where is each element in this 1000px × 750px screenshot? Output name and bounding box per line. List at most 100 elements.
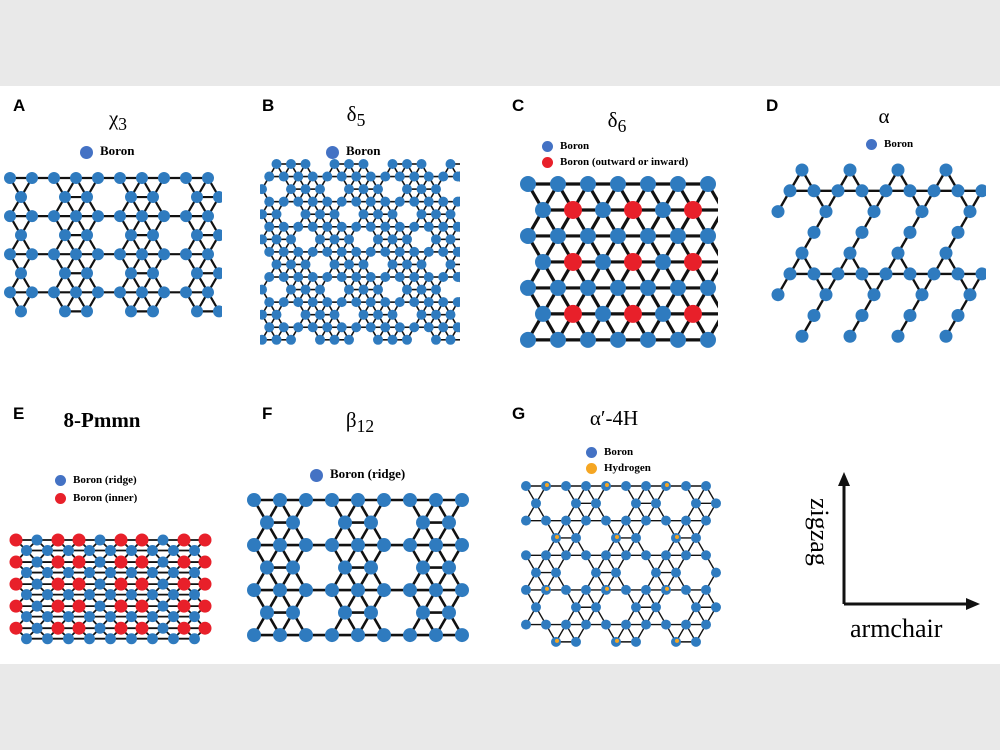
boron-atom bbox=[202, 210, 214, 223]
boron-atom bbox=[70, 286, 82, 299]
boron-atom bbox=[293, 272, 304, 283]
boron-atom bbox=[157, 578, 169, 590]
boron-atom bbox=[416, 605, 430, 620]
boron-atom bbox=[783, 184, 797, 198]
boron-atom bbox=[329, 334, 340, 345]
boron-atom bbox=[521, 584, 531, 595]
boron-atom-red bbox=[198, 555, 212, 569]
boron-atom bbox=[92, 286, 104, 299]
boron-atom bbox=[264, 196, 275, 207]
boron-atom bbox=[15, 191, 27, 204]
boron-atom bbox=[403, 583, 417, 598]
boron-atom bbox=[271, 209, 282, 220]
boron-atom bbox=[655, 305, 671, 322]
boron-atom-red bbox=[114, 599, 128, 613]
boron-atom bbox=[15, 229, 27, 242]
boron-atom bbox=[416, 259, 427, 270]
boron-atom bbox=[351, 246, 362, 257]
boron-atom bbox=[423, 297, 434, 308]
panel-g-lattice bbox=[521, 481, 721, 647]
boron-atom bbox=[158, 248, 170, 261]
boron-atom bbox=[273, 583, 287, 598]
boron-atom bbox=[26, 210, 38, 223]
boron-atom bbox=[561, 584, 571, 595]
boron-atom bbox=[358, 284, 369, 295]
boron-atom-red bbox=[684, 200, 702, 219]
boron-atom bbox=[380, 246, 391, 257]
boron-atom bbox=[168, 611, 179, 623]
boron-atom bbox=[315, 309, 325, 320]
boron-atom bbox=[561, 515, 571, 526]
boron-atom bbox=[344, 284, 354, 295]
boron-atom bbox=[322, 246, 333, 257]
boron-atom bbox=[260, 234, 267, 245]
boron-atom bbox=[520, 279, 536, 296]
boron-atom bbox=[807, 308, 821, 322]
boron-atom bbox=[158, 210, 170, 223]
panel-e-legend-2: Boron (inner) bbox=[55, 492, 137, 504]
boron-atom bbox=[286, 284, 296, 295]
boron-atom bbox=[580, 331, 596, 348]
boron-atom bbox=[403, 493, 417, 507]
boron-atom bbox=[180, 248, 192, 261]
figure: A B C D E F G χ3 δ5 δ6 α 8-Pmmn β12 α′-4… bbox=[0, 86, 1000, 664]
boron-atom bbox=[126, 545, 137, 556]
boron-atom-red bbox=[177, 577, 191, 591]
hydrogen-atom bbox=[665, 586, 669, 591]
panel-f-title: β12 bbox=[345, 408, 375, 437]
boron-atom bbox=[394, 272, 405, 283]
boron-atom-red bbox=[114, 555, 128, 569]
boron-atom bbox=[84, 633, 95, 645]
boron-atom-red bbox=[177, 599, 191, 613]
boron-atom bbox=[655, 253, 671, 270]
boron-atom bbox=[247, 493, 261, 507]
boron-atom bbox=[595, 201, 611, 218]
boron-atom bbox=[531, 498, 541, 509]
boron-atom bbox=[136, 248, 148, 261]
hydrogen-atom bbox=[665, 483, 669, 487]
zigzag-arrowhead bbox=[838, 472, 850, 486]
boron-atom bbox=[273, 493, 287, 507]
boron-atom bbox=[271, 334, 282, 345]
boron-atom-red bbox=[51, 621, 65, 635]
boron-atom bbox=[202, 286, 214, 299]
boron-atom bbox=[351, 538, 365, 553]
boron-atom bbox=[701, 515, 711, 526]
boron-atom bbox=[452, 221, 460, 232]
legend-dot bbox=[55, 474, 66, 486]
boron-atom bbox=[611, 567, 621, 578]
boron-atom bbox=[351, 221, 362, 232]
boron-atom bbox=[701, 584, 711, 595]
boron-atom bbox=[402, 284, 412, 295]
boron-atom bbox=[364, 515, 378, 530]
boron-atom bbox=[521, 481, 531, 491]
boron-atom bbox=[189, 611, 200, 623]
boron-atom bbox=[429, 628, 443, 643]
boron-atom bbox=[631, 498, 641, 509]
boron-atom bbox=[531, 567, 541, 578]
boron-atom bbox=[423, 221, 434, 232]
boron-atom bbox=[416, 515, 430, 530]
boron-atom bbox=[81, 229, 93, 242]
boron-atom bbox=[48, 248, 60, 261]
panel-c-legend-1: Boron bbox=[542, 140, 589, 152]
boron-atom bbox=[416, 284, 427, 295]
boron-atom-red bbox=[9, 533, 23, 547]
boron-atom bbox=[661, 550, 671, 561]
boron-atom bbox=[445, 209, 456, 220]
panel-b-letter: B bbox=[262, 96, 275, 115]
boron-atom bbox=[365, 297, 376, 308]
boron-atom bbox=[315, 334, 325, 345]
boron-atom bbox=[380, 272, 391, 283]
boron-atom bbox=[307, 171, 318, 182]
boron-atom bbox=[831, 267, 845, 281]
panel-e-lattice bbox=[9, 533, 212, 645]
boron-atom bbox=[771, 288, 785, 302]
boron-atom bbox=[147, 589, 158, 601]
boron-atom bbox=[114, 286, 126, 299]
boron-atom-red bbox=[135, 533, 149, 547]
hydrogen-atom bbox=[615, 534, 619, 539]
boron-atom-red bbox=[135, 577, 149, 591]
boron-atom bbox=[581, 515, 591, 526]
boron-atom bbox=[286, 184, 296, 195]
